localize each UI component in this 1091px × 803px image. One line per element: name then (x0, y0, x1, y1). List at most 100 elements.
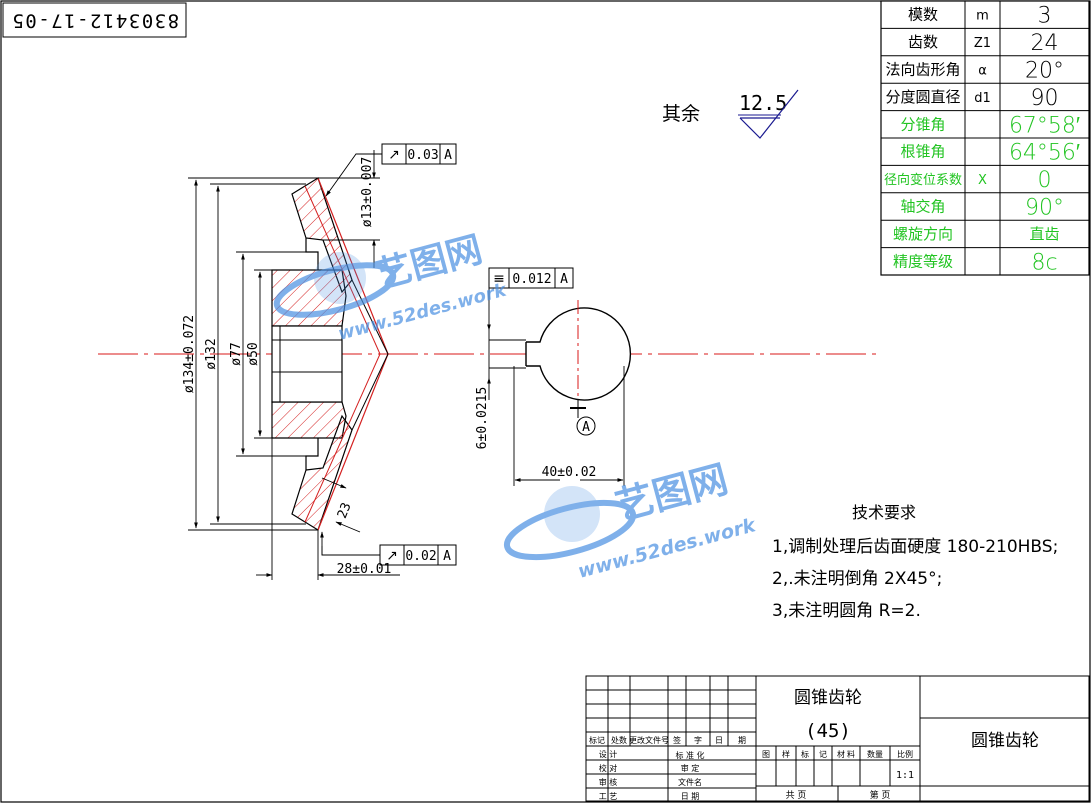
param-symbol-0: m (976, 9, 989, 24)
section-bore (271, 325, 343, 403)
param-symbol-1: Z1 (974, 36, 991, 51)
param-value-0: 3 (1038, 4, 1052, 29)
title-col-6: 数量 (867, 749, 883, 759)
title-header-3: 签 (673, 735, 681, 745)
title-page-label: 第 页 (870, 789, 891, 801)
tech-requirements-title: 技术要求 (852, 503, 916, 522)
symmetry-datum: A (560, 272, 568, 287)
dim-w28-lines (256, 438, 400, 580)
tolerance-runout-top: ↗ 0.03 A (325, 143, 457, 197)
title-material: (45) (805, 720, 851, 742)
param-value-3: 90 (1031, 86, 1059, 111)
title-header-1: 处数 (611, 735, 627, 745)
title-part-name: 圆锥齿轮 (794, 688, 862, 708)
hub-keyway-view (489, 300, 632, 412)
runout-bottom-value: 0.02 (405, 549, 436, 564)
title-total-label: 共 页 (786, 790, 807, 801)
watermark-2: 艺图网 www.52des.work (503, 457, 760, 583)
title-header-2: 更改文件号 (629, 735, 669, 745)
dim-w23: 23 (335, 501, 355, 521)
param-name-6: 径向变位系数 (884, 172, 962, 188)
datum-a-label: A (582, 420, 590, 435)
title-col-0: 图 (762, 750, 770, 759)
title-block (585, 675, 1090, 802)
symmetry-value: 0.012 (512, 272, 551, 287)
title-role-1: 校 对 (599, 763, 618, 773)
roughness-symbol: 其余 12.5 (662, 89, 799, 139)
datum-a: A (570, 400, 596, 436)
param-name-3: 分度圆直径 (885, 88, 960, 106)
symmetry-symbol: ≡ (493, 271, 505, 287)
title-date-label: 日 期 (681, 792, 700, 801)
title-col-5: 料 (847, 749, 855, 759)
tech-requirements: 技术要求 1,调制处理后齿面硬度 180-210HBS; 2,.未注明倒角 2X… (772, 503, 1058, 621)
tech-requirement-1: 1,调制处理后齿面硬度 180-210HBS; (772, 537, 1058, 557)
param-name-1: 齿数 (908, 33, 938, 51)
watermark-2-url: www.52des.work (576, 514, 760, 583)
drawing-number: 8303412-17-05 (11, 10, 179, 32)
param-value-1: 24 (1031, 31, 1059, 56)
roughness-label: 其余 (662, 103, 700, 125)
title-header-labels: 标记处数更改文件号签 字 日 期 (589, 735, 746, 745)
title-header-5: 日 (715, 736, 723, 745)
param-value-4: 67°58′ (1009, 113, 1080, 138)
dim-d50: ø50 (246, 342, 261, 365)
title-column-labels: 图样标记材料数量比例 (762, 749, 913, 759)
param-name-2: 法向齿形角 (885, 61, 960, 79)
title-col-3: 记 (819, 750, 827, 759)
param-value-2: 20° (1025, 59, 1064, 84)
title-col-4: 材 (837, 749, 845, 759)
title-role-3: 工 艺 (599, 792, 618, 801)
roughness-value: 12.5 (739, 91, 787, 115)
watermark-1-brand: 艺图网 (372, 229, 487, 297)
title-role-0: 设 计 (599, 749, 618, 759)
watermark-2-brand: 艺图网 (611, 457, 733, 529)
param-value-5: 64°56′ (1009, 141, 1080, 166)
title-col-1: 样 (782, 749, 790, 759)
title-role-2: 审 核 (599, 777, 618, 787)
dim-d134: ø134±0.072 (182, 315, 197, 393)
runout-top-symbol: ↗ (388, 147, 400, 163)
title-role-labels: 设 计校 对审 核工 艺 (599, 749, 618, 801)
param-value-9: 8c (1031, 250, 1057, 275)
dim-k40: 40±0.02 (542, 465, 597, 480)
title-approve-label: 审 定 (681, 763, 700, 773)
dim-d132: ø132 (204, 338, 219, 369)
title-scale: 1:1 (896, 770, 914, 781)
title-col-2: 标 (801, 749, 809, 759)
tech-requirement-2: 2,.未注明倒角 2X45°; (772, 569, 942, 589)
param-symbol-6: X (978, 173, 987, 188)
tolerance-runout-bottom: ↗ 0.02 A (320, 531, 457, 566)
param-value-6: 0 (1038, 168, 1052, 193)
title-block-text: 圆锥齿轮 (45) 圆锥齿轮 1:1 标记处数更改文件号签字日期 设 计校 对审… (589, 688, 1039, 801)
title-filename-label: 文件名 (678, 777, 702, 787)
runout-top-value: 0.03 (407, 148, 438, 163)
section-hub-lower (271, 401, 347, 439)
param-symbol-2: α (978, 64, 987, 79)
dim-w28: 28±0.01 (337, 562, 392, 577)
runout-bottom-datum: A (443, 549, 451, 564)
dim-k40-lines (513, 366, 625, 486)
param-name-7: 轴交角 (900, 198, 945, 216)
dim-d77: ø77 (229, 342, 244, 365)
param-value-8: 直齿 (1029, 225, 1059, 243)
tech-requirement-3: 3,未注明圆角 R=2. (772, 601, 921, 621)
param-name-8: 螺旋方向 (893, 225, 953, 243)
param-symbol-3: d1 (974, 91, 991, 106)
dim-d13: ø13±0.007 (360, 157, 375, 227)
param-value-7: 90° (1025, 196, 1064, 221)
param-name-5: 根锥角 (900, 143, 945, 161)
title-header-6: 期 (738, 736, 746, 745)
runout-bottom-symbol: ↗ (386, 548, 398, 564)
title-std-label: 标 准 化 (675, 750, 704, 760)
param-name-4: 分锥角 (900, 115, 945, 133)
title-header-4: 字 (694, 735, 702, 745)
runout-top-datum: A (444, 148, 452, 163)
dim-k6: 6±0.0215 (475, 387, 490, 450)
param-name-9: 精度等级 (893, 252, 953, 270)
title-header-0: 标记 (589, 735, 605, 745)
diameter-dimensions (188, 177, 318, 531)
dim-w23-lines (321, 477, 361, 533)
